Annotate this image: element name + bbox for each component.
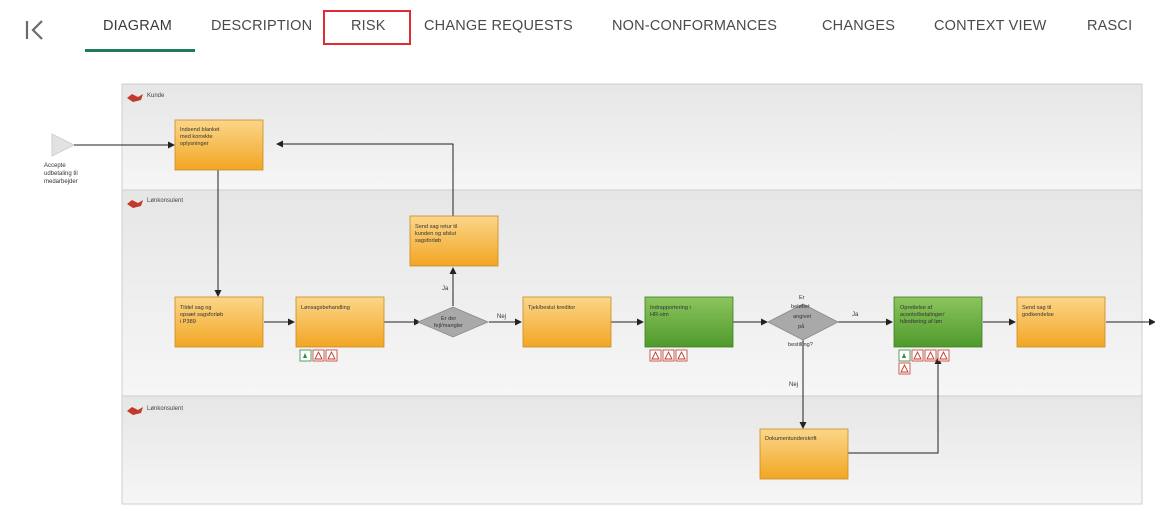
process-text: Oprettelse af: [900, 305, 932, 311]
gateway-text: bestilling?: [788, 342, 813, 348]
gateway-text: angivet: [793, 314, 811, 320]
process-tjek-kreditor[interactable]: Tjek/beslut kreditor: [522, 296, 612, 348]
tab-non-conformances[interactable]: NON-CONFORMANCES: [612, 18, 778, 34]
edge-label-ja: Ja: [852, 312, 859, 318]
process-diagram: Kunde Lønkonsulent Lønkonsulent Accepte …: [44, 83, 1155, 505]
process-text: i P389: [180, 319, 196, 325]
lane-role-icon: [127, 407, 143, 415]
process-lonsagsbehandling[interactable]: Lønsagsbehandling: [295, 296, 385, 348]
edge-label-nej: Nej: [497, 314, 506, 320]
process-text: kunden og afslut: [415, 231, 456, 237]
lane-lonkonsulent-2: Lønkonsulent: [121, 395, 1143, 505]
process-indsend-blanket[interactable]: Indsend blanket med korrekte oplysninger: [174, 119, 264, 171]
gateway-text: beløbet: [791, 304, 810, 310]
process-text: med korrekte: [180, 134, 213, 140]
tab-diagram[interactable]: DIAGRAM: [103, 18, 173, 34]
process-text: Send sag retur til: [415, 224, 457, 230]
process-text: Tjek/beslut kreditor: [528, 305, 575, 311]
process-text: Tildel sag og: [180, 305, 212, 311]
lane-role-icon: [127, 94, 143, 102]
process-tildel-sag[interactable]: Tildel sag og opsæt sagsforløb i P389: [174, 296, 264, 348]
process-send-sag-retur[interactable]: Send sag retur til kunden og afslut sags…: [409, 215, 499, 267]
gateway-text: Er: [799, 295, 805, 301]
process-text: oplysninger: [180, 141, 209, 147]
top-navigation-bar: DIAGRAM DESCRIPTION RISK CHANGE REQUESTS…: [0, 0, 1155, 56]
lane-label: Lønkonsulent: [147, 198, 183, 204]
process-oprettelse-aconto[interactable]: Oprettelse af aconto/betalinger/ håndter…: [893, 296, 983, 348]
tab-rasci[interactable]: RASCI: [1087, 18, 1133, 34]
lane-role-icon: [127, 200, 143, 208]
lane-label: Kunde: [147, 93, 165, 99]
gateway-fejl-mangler[interactable]: Er der fejl/mangler: [416, 306, 490, 338]
collapse-sidebar-icon[interactable]: [22, 16, 50, 44]
tab-risk[interactable]: RISK: [351, 18, 386, 34]
process-text: opsæt sagsforløb: [180, 312, 223, 318]
process-text: HR-sim: [650, 312, 669, 318]
tab-description[interactable]: DESCRIPTION: [211, 18, 313, 34]
edge-label-nej: Nej: [789, 382, 798, 388]
process-text: Lønsagsbehandling: [301, 305, 350, 311]
gateway-text: Er der: [441, 316, 456, 322]
process-text: Send sag til: [1022, 305, 1051, 311]
active-tab-indicator: [85, 49, 195, 52]
process-indrapportering[interactable]: Indrapportering i HR-sim: [644, 296, 734, 348]
process-dokumentunderskrift[interactable]: Dokumentunderskrift: [759, 428, 849, 480]
start-event-label-line: medarbejder: [44, 179, 78, 185]
process-risk-indicators[interactable]: [649, 349, 688, 362]
process-risk-indicators[interactable]: [898, 349, 950, 375]
process-text: godkendelse: [1022, 312, 1054, 318]
process-send-til-godkendelse[interactable]: Send sag til godkendelse: [1016, 296, 1106, 348]
gateway-text: fejl/mangler: [434, 323, 463, 329]
sequence-flows: [74, 140, 1155, 454]
process-text: sagsforløb: [415, 238, 441, 244]
process-text: Indrapportering i: [650, 305, 691, 311]
process-risk-indicators[interactable]: [299, 349, 338, 362]
tab-changes[interactable]: CHANGES: [822, 18, 896, 34]
gateway-belob-angivet[interactable]: Er beløbet angivet på bestilling?: [767, 295, 839, 348]
process-text: Dokumentunderskrift: [765, 436, 817, 442]
tab-change-requests[interactable]: CHANGE REQUESTS: [424, 18, 573, 34]
gateway-text: på: [798, 323, 805, 330]
start-event[interactable]: Accepte udbetaling til medarbejder: [44, 133, 78, 185]
edge-label-ja: Ja: [442, 286, 449, 292]
tab-context-view[interactable]: CONTEXT VIEW: [934, 18, 1047, 34]
lane-lonkonsulent-1: Lønkonsulent: [121, 189, 1143, 397]
process-text: Indsend blanket: [180, 127, 220, 133]
start-event-label-line: udbetaling til: [44, 171, 78, 177]
risk-tab-highlight-box: [323, 10, 411, 45]
process-text: aconto/betalinger/: [900, 312, 945, 318]
lane-label: Lønkonsulent: [147, 406, 183, 412]
lane-kunde: Kunde: [121, 83, 1143, 191]
start-event-label-line: Accepte: [44, 163, 66, 169]
process-text: håndtering af løn: [900, 318, 942, 325]
